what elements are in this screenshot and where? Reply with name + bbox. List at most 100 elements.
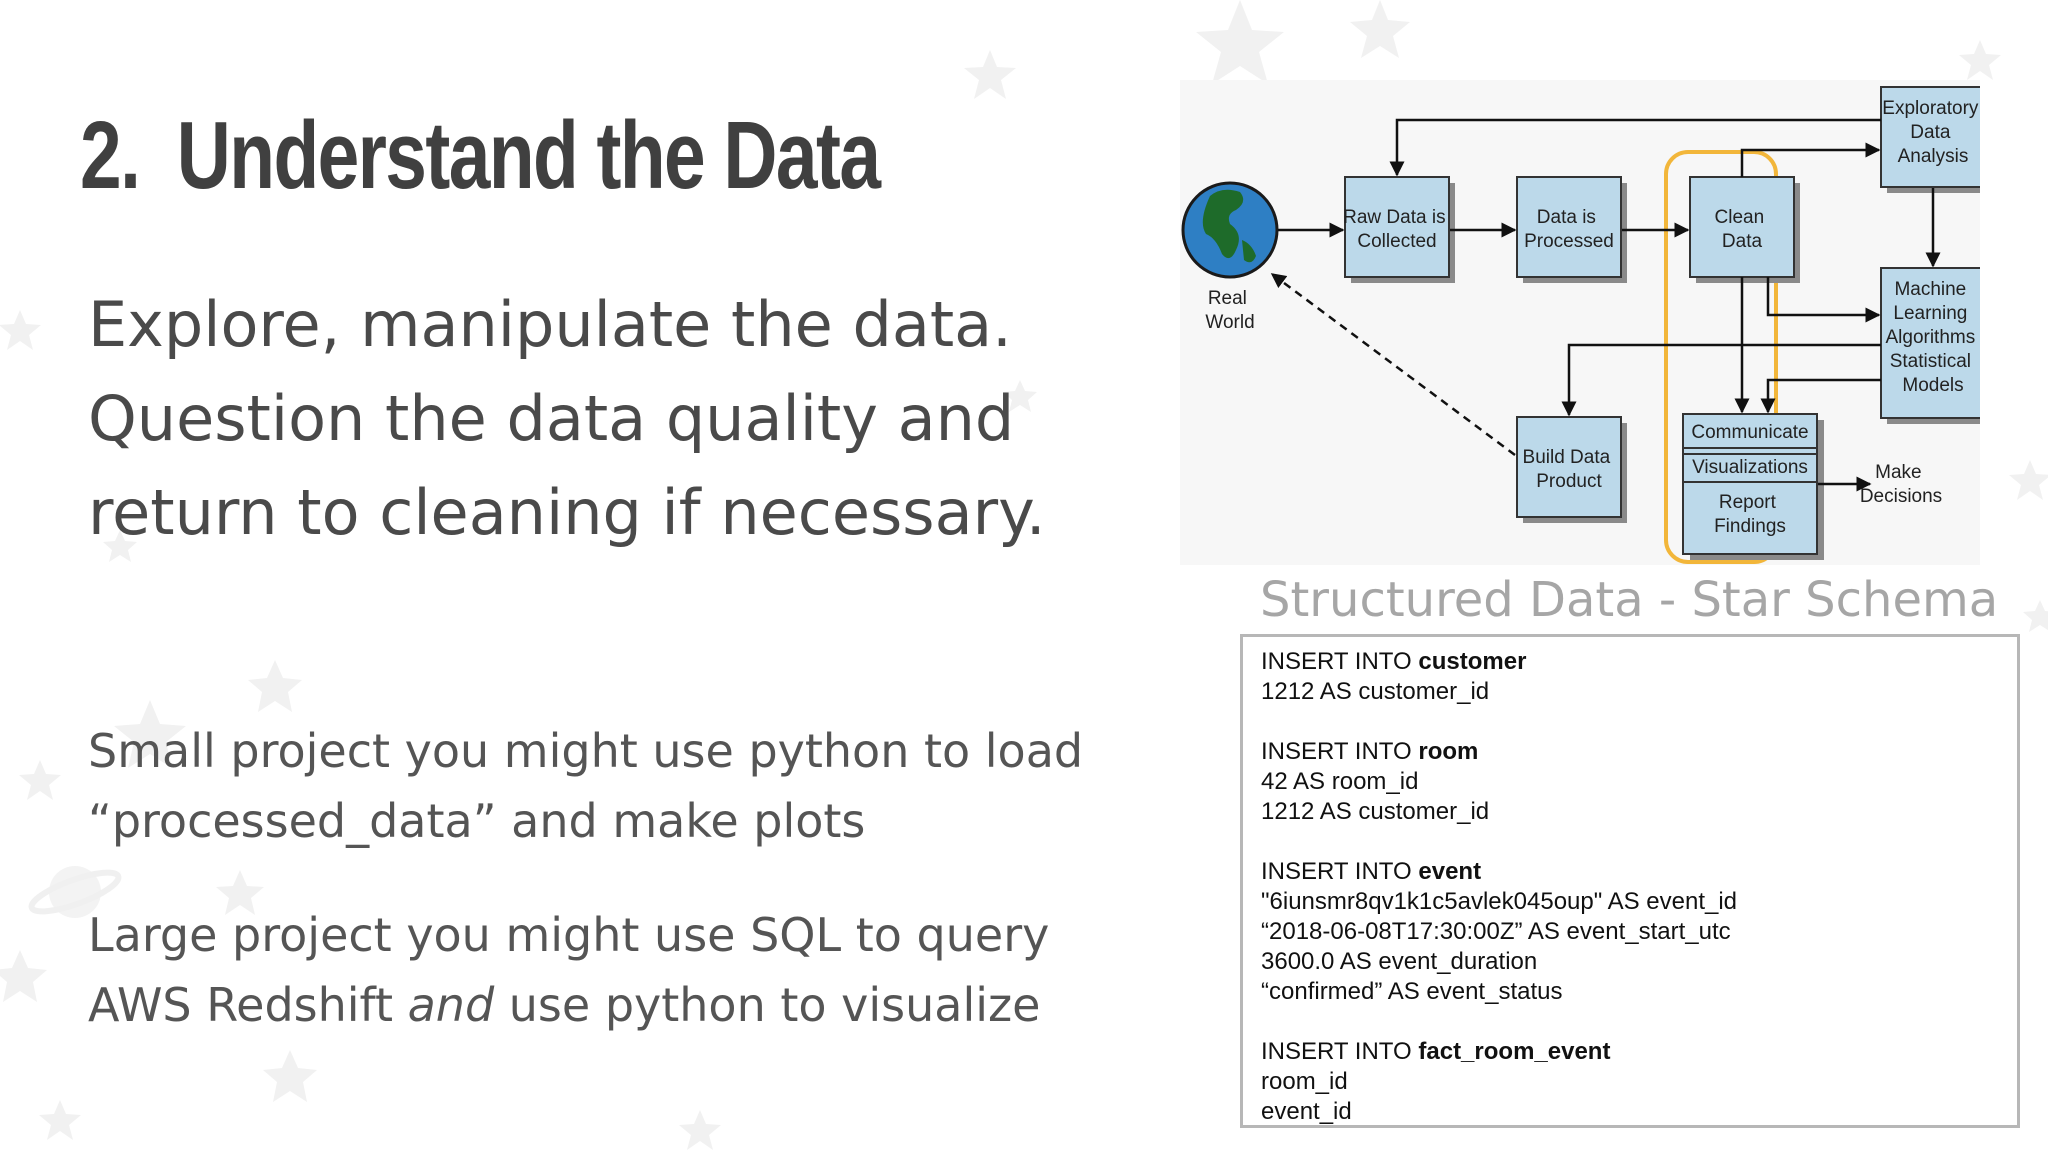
clean-data-label: Clean (1715, 207, 1765, 228)
ml-label: Statistical (1890, 351, 1971, 372)
build-product-label: Product (1536, 471, 1602, 492)
sql-line: 1212 AS customer_id (1261, 678, 1490, 705)
bg-star-icon (1350, 0, 1410, 58)
eda-label: Exploratory (1882, 98, 1979, 119)
title-number: 2. (80, 102, 141, 209)
bg-star-icon (19, 760, 61, 800)
bg-planet-icon (28, 866, 122, 918)
eda-label: Analysis (1898, 146, 1969, 167)
raw-data-label: Collected (1357, 231, 1436, 252)
svg-text:Real World: Real World (1205, 288, 1254, 333)
bg-star-icon (263, 1050, 317, 1102)
sql-insert-line: INSERT INTO customer (1261, 648, 1527, 675)
bg-star-icon (679, 1110, 721, 1150)
sql-block: INSERT INTO event "6iunsmr8qv1k1c5avlek0… (1261, 857, 1999, 1007)
sql-line: 1212 AS customer_id (1261, 798, 1490, 825)
bg-star-icon (2009, 460, 2048, 500)
globe-label: World (1205, 312, 1254, 333)
sql-line: 42 AS room_id (1261, 768, 1419, 795)
table-name: room (1418, 738, 1479, 765)
sql-block: INSERT INTO room 42 AS room_id 1212 AS c… (1261, 737, 1999, 827)
ml-box (1880, 267, 1980, 419)
paragraph-line: AWS Redshift and use python to visualize (88, 970, 1128, 1040)
clean-data-label: Data (1722, 231, 1763, 252)
bg-star-icon (1003, 380, 1037, 412)
sql-line: event_id (1261, 1098, 1352, 1125)
communicate-box (1682, 413, 1818, 555)
paragraph-line: Small project you might use python to lo… (88, 724, 1084, 778)
globe-label: Real (1208, 288, 1247, 309)
flow-boxes (1344, 86, 1980, 560)
subtitle-text: Explore, manipulate the data. Question t… (88, 278, 1088, 560)
build-product-label: Build Data (1523, 447, 1611, 468)
highlight-outline (1664, 150, 1778, 564)
sql-line: “2018-06-08T17:30:00Z” AS event_start_ut… (1261, 918, 1731, 945)
bg-star-icon (248, 660, 302, 712)
sql-block: INSERT INTO fact_room_event room_id even… (1261, 1037, 1999, 1127)
eda-label: Data (1910, 122, 1951, 143)
sql-insert-line: INSERT INTO room (1261, 738, 1479, 765)
bg-star-icon (1196, 0, 1284, 84)
processed-label: Data is (1537, 207, 1596, 228)
svg-text:Build Data Product: Build Data Product (1523, 447, 1616, 492)
svg-text:Report Findings: Report Findings (1714, 492, 1786, 537)
processed-label: Processed (1524, 231, 1614, 252)
svg-text:Data is Processed: Data is Processed (1524, 207, 1614, 252)
ml-label: Machine (1894, 279, 1966, 300)
raw-data-box (1344, 176, 1450, 278)
decisions-label: Make (1875, 462, 1921, 483)
data-science-process-diagram: Real World Raw Data is Collected Data is… (1180, 80, 1980, 565)
title-text: Understand the Data (176, 102, 881, 209)
bg-star-icon (2023, 600, 2048, 632)
sql-insert-line: INSERT INTO fact_room_event (1261, 1038, 1611, 1065)
bg-star-icon (114, 700, 186, 768)
subtitle-line: Explore, manipulate the data. (88, 288, 1012, 361)
svg-text:Communicate: Communicate (1691, 422, 1808, 443)
communicate-label: Communicate (1691, 422, 1808, 443)
text-run: AWS Redshift (88, 978, 408, 1032)
bg-star-icon (964, 50, 1016, 99)
large-project-paragraph: Large project you might use SQL to query… (88, 900, 1128, 1040)
table-name: event (1418, 858, 1482, 885)
globe-icon (1181, 181, 1279, 279)
processed-box (1516, 176, 1622, 278)
bg-star-icon (216, 870, 264, 915)
svg-text:Clean Data: Clean Data (1715, 207, 1770, 252)
sql-line: "6iunsmr8qv1k1c5avlek045oup" AS event_id (1261, 888, 1738, 915)
text-run: use python to visualize (494, 978, 1041, 1032)
svg-text:Make Decisions: Make Decisions (1860, 462, 1942, 507)
flow-arrows (1270, 118, 1941, 492)
subtitle-line: return to cleaning if necessary. (88, 476, 1046, 549)
decisions-label: Decisions (1860, 486, 1942, 507)
eda-box (1880, 86, 1980, 188)
svg-text:Machine Learning Algor: Machine Learning Algorithms Statistical … (1885, 279, 1980, 396)
report-label: Report (1719, 492, 1777, 513)
bg-star-icon (103, 530, 137, 562)
svg-text:Raw Data is Collected: Raw Data is Collected (1343, 207, 1451, 252)
svg-text:Exploratory Data Analy: Exploratory Data Analysis (1882, 98, 1980, 167)
table-name: customer (1418, 648, 1527, 675)
bg-star-icon (39, 1100, 81, 1140)
bg-star-icon (0, 310, 41, 350)
bg-star-icon (0, 950, 47, 1002)
small-project-paragraph: Small project you might use python to lo… (88, 716, 1128, 856)
emphasis-text: and (407, 978, 495, 1032)
report-label: Findings (1714, 516, 1786, 537)
visualizations-label: Visualizations (1692, 457, 1808, 478)
ml-label: Learning (1893, 303, 1967, 324)
build-product-box (1516, 416, 1622, 518)
paragraph-line: “processed_data” and make plots (88, 794, 866, 848)
subtitle-line: Question the data quality and (88, 382, 1015, 455)
schema-title: Structured Data - Star Schema (1260, 572, 1999, 628)
paragraph-line: Large project you might use SQL to query (88, 908, 1050, 962)
svg-text:Visualizations: Visualizations (1692, 457, 1808, 478)
sql-line: 3600.0 AS event_duration (1261, 948, 1538, 975)
raw-data-label: Raw Data is (1343, 207, 1445, 228)
sql-block: INSERT INTO customer 1212 AS customer_id (1261, 647, 1999, 707)
table-name: fact_room_event (1418, 1038, 1611, 1065)
bg-star-icon (1959, 40, 2001, 80)
sql-code-box: INSERT INTO customer 1212 AS customer_id… (1240, 634, 2020, 1128)
sql-line: “confirmed” AS event_status (1261, 978, 1563, 1005)
ml-label: Models (1902, 375, 1963, 396)
